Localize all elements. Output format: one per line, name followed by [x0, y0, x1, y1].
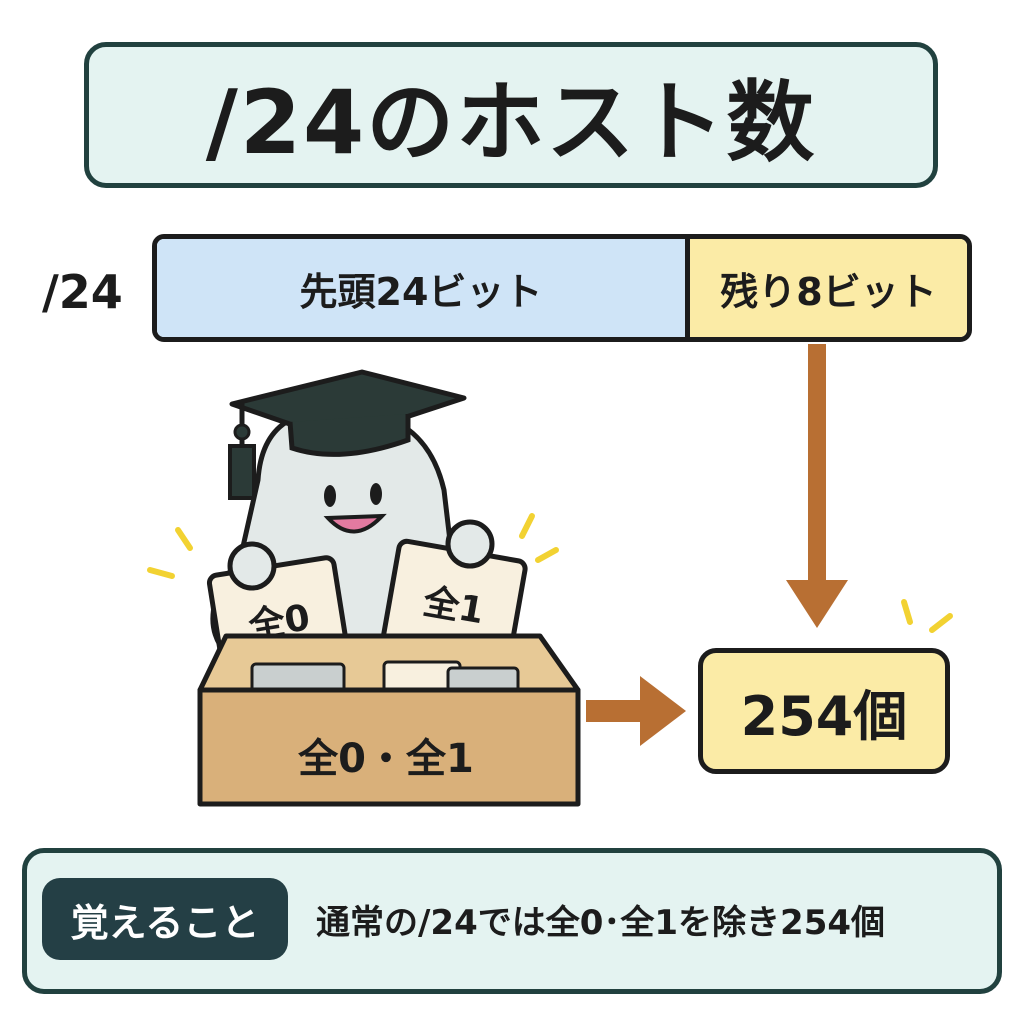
- memo-label: 覚えること: [42, 878, 288, 960]
- box-label: 全0・全1: [298, 736, 474, 782]
- memo-text: 通常の/24では全0･全1を除き254個: [316, 902, 886, 943]
- discard-box: [197, 633, 581, 807]
- network-bits-segment: 先頭24ビット: [157, 239, 690, 337]
- prefix-label: /24: [42, 265, 123, 319]
- bit-bar: 先頭24ビット 残り8ビット: [152, 234, 972, 342]
- title-panel: /24のホスト数: [84, 42, 938, 188]
- arrow-right-icon: [586, 676, 686, 746]
- arrow-down-icon: [786, 344, 848, 628]
- sparkle-icon: [901, 599, 953, 633]
- page-title: /24のホスト数: [205, 70, 817, 174]
- left-hand: [227, 541, 277, 591]
- sparkle-icon: [147, 513, 559, 579]
- right-hand: [445, 519, 495, 569]
- host-bits-segment: 残り8ビット: [690, 239, 967, 337]
- result-box: 254個: [698, 648, 950, 774]
